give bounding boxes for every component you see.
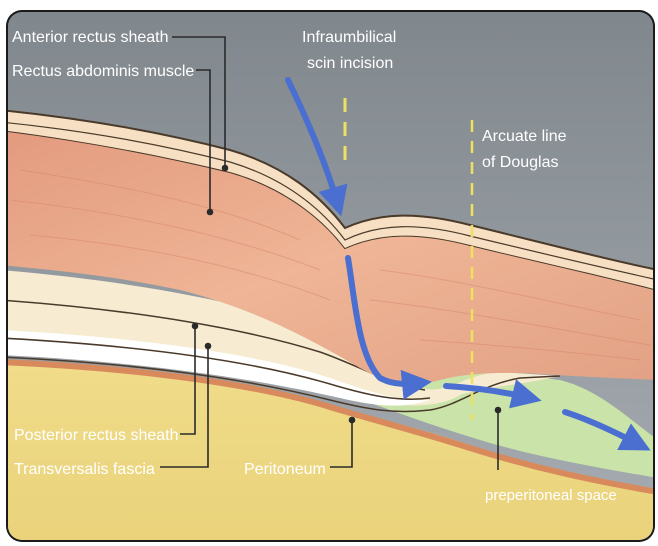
label-infraumbilical: Infraumbilical — [302, 29, 396, 46]
label-posterior-rectus-sheath: Posterior rectus sheath — [14, 427, 179, 444]
label-scin-incision: scin incision — [307, 55, 393, 72]
label-anterior-rectus-sheath: Anterior rectus sheath — [12, 29, 169, 46]
label-preperitoneal-space: preperitoneal space — [485, 487, 617, 504]
label-rectus-abdominis-muscle: Rectus abdominis muscle — [12, 63, 194, 80]
label-peritoneum: Peritoneum — [244, 461, 326, 478]
label-arcuate-line: Arcuate line — [482, 128, 567, 145]
label-transversalis-fascia: Transversalis fascia — [14, 461, 155, 478]
label-of-douglas: of Douglas — [482, 154, 559, 171]
